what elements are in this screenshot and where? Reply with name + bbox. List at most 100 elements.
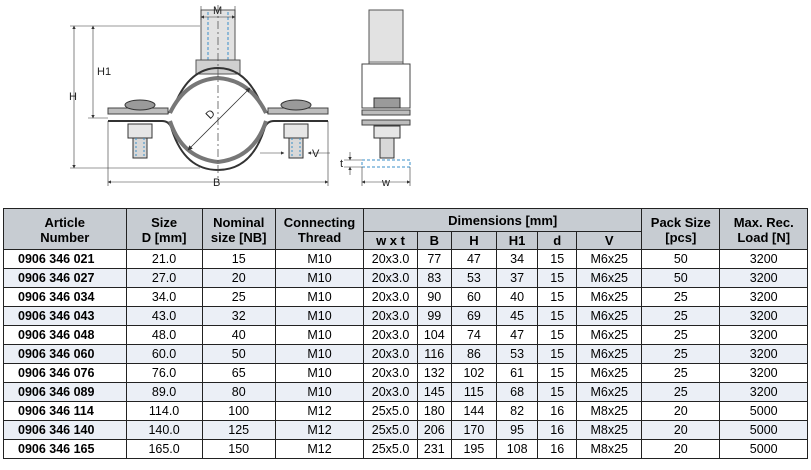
table-cell: 32	[201, 306, 276, 326]
table-cell: 20x3.0	[363, 268, 418, 288]
table-cell: 25	[641, 363, 721, 383]
table-cell: 37	[496, 268, 539, 288]
table-cell: 15	[537, 325, 578, 345]
table-cell: M10	[274, 382, 365, 402]
table-cell: 61	[496, 363, 539, 383]
table-cell: 60.0	[125, 344, 203, 364]
table-cell: 15	[537, 382, 578, 402]
table-cell: 34	[496, 249, 539, 269]
table-cell: 231	[416, 439, 452, 459]
table-cell: M6x25	[576, 382, 643, 402]
article-number-cell: 0906 346 021	[3, 249, 127, 269]
table-cell: 3200	[719, 268, 808, 288]
table-cell: 69	[450, 306, 498, 326]
table-cell: 25	[641, 325, 721, 345]
table-cell: 20x3.0	[363, 287, 418, 307]
dim-label-w: w	[381, 177, 390, 189]
table-cell: 60	[450, 287, 498, 307]
table-cell: 15	[537, 363, 578, 383]
table-cell: 145	[416, 382, 452, 402]
header-dim-d: d	[537, 231, 578, 250]
table-cell: 20x3.0	[363, 325, 418, 345]
table-cell: 20	[641, 401, 721, 421]
table-cell: 77	[416, 249, 452, 269]
table-cell: 48.0	[125, 325, 203, 345]
front-view	[70, 5, 330, 186]
table-cell: 104	[416, 325, 452, 345]
table-cell: 89.0	[125, 382, 203, 402]
table-cell: M8x25	[576, 420, 643, 440]
table-cell: 20	[641, 420, 721, 440]
table-cell: 3200	[719, 344, 808, 364]
table-cell: 150	[201, 439, 276, 459]
table-cell: 102	[450, 363, 498, 383]
table-cell: 15	[537, 268, 578, 288]
table-cell: 108	[496, 439, 539, 459]
header-max-load: Max. Rec. Load [N]	[719, 208, 808, 250]
table-cell: 16	[537, 401, 578, 421]
table-cell: 25x5.0	[363, 439, 418, 459]
table-cell: 25x5.0	[363, 420, 418, 440]
table-cell: 53	[450, 268, 498, 288]
table-cell: 25	[641, 382, 721, 402]
header-pack-size: Pack Size [pcs]	[641, 208, 721, 250]
table-cell: 50	[201, 344, 276, 364]
table-cell: 25x5.0	[363, 401, 418, 421]
header-size: Size D [mm]	[125, 208, 203, 250]
table-cell: 116	[416, 344, 452, 364]
table-cell: 25	[201, 287, 276, 307]
header-nominal-size: Nominal size [NB]	[201, 208, 276, 250]
table-cell: 165.0	[125, 439, 203, 459]
table-cell: 20x3.0	[363, 306, 418, 326]
table-cell: 15	[537, 344, 578, 364]
spec-table: Article Number Size D [mm] Nominal size …	[3, 208, 808, 459]
table-cell: M6x25	[576, 249, 643, 269]
table-cell: 34.0	[125, 287, 203, 307]
table-cell: 3200	[719, 363, 808, 383]
table-cell: 5000	[719, 439, 808, 459]
table-cell: 25	[641, 306, 721, 326]
table-cell: 27.0	[125, 268, 203, 288]
table-cell: 76.0	[125, 363, 203, 383]
table-cell: M6x25	[576, 287, 643, 307]
table-cell: 114.0	[125, 401, 203, 421]
table-cell: 15	[537, 287, 578, 307]
table-cell: 82	[496, 401, 539, 421]
article-number-cell: 0906 346 060	[3, 344, 127, 364]
header-dim-wxt: w x t	[363, 231, 418, 250]
dim-label-h: H	[69, 91, 77, 103]
table-cell: M10	[274, 287, 365, 307]
dim-label-m: M	[213, 5, 222, 17]
header-dim-h: H	[450, 231, 498, 250]
dim-label-b: B	[213, 177, 220, 189]
header-dim-b: B	[416, 231, 452, 250]
header-dim-v: V	[576, 231, 643, 250]
dim-label-d: D	[204, 108, 218, 122]
table-cell: M10	[274, 325, 365, 345]
table-cell: 68	[496, 382, 539, 402]
table-cell: M6x25	[576, 325, 643, 345]
table-cell: 20	[201, 268, 276, 288]
technical-drawing: M H1 H D V B t w	[0, 0, 811, 200]
table-cell: M12	[274, 439, 365, 459]
table-cell: 47	[496, 325, 539, 345]
table-cell: M8x25	[576, 401, 643, 421]
article-number-cell: 0906 346 027	[3, 268, 127, 288]
table-cell: 20x3.0	[363, 363, 418, 383]
table-cell: M10	[274, 344, 365, 364]
table-cell: 170	[450, 420, 498, 440]
table-cell: M8x25	[576, 439, 643, 459]
table-cell: 90	[416, 287, 452, 307]
table-cell: 3200	[719, 306, 808, 326]
table-cell: M6x25	[576, 363, 643, 383]
header-article: Article Number	[3, 208, 127, 250]
table-cell: 50	[641, 268, 721, 288]
